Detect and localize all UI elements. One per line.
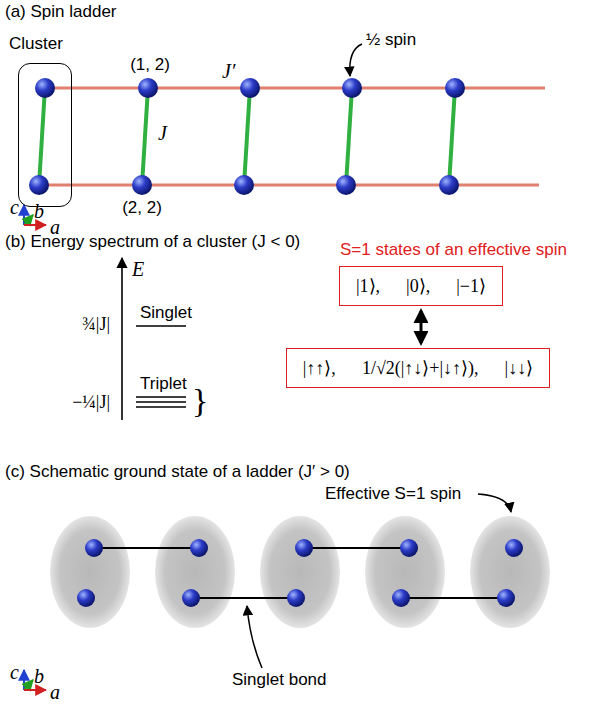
spin-site bbox=[234, 175, 254, 195]
axis-label: b bbox=[34, 665, 44, 688]
effective-spin-box: S=1 states of an effective spin|1⟩,|0⟩,|… bbox=[339, 266, 503, 306]
site-index: (2, 2) bbox=[122, 198, 162, 218]
effective-spin-blob bbox=[260, 516, 340, 628]
energy-axis bbox=[121, 258, 123, 420]
singlet-bond bbox=[304, 547, 409, 549]
energy-value: −¼|J| bbox=[72, 392, 110, 413]
state-ket: |1⟩, bbox=[356, 275, 380, 297]
spin-site bbox=[182, 589, 200, 607]
ladder-leg bbox=[39, 184, 539, 187]
spin-site bbox=[29, 175, 49, 195]
spin-site bbox=[392, 589, 410, 607]
double-arrow bbox=[419, 311, 422, 343]
effective-spin-blob bbox=[365, 516, 445, 628]
singlet-bond bbox=[191, 597, 296, 599]
box-heading: S=1 states of an effective spin bbox=[340, 240, 567, 260]
axis-a bbox=[24, 689, 46, 691]
coupling-label: J′ bbox=[222, 60, 235, 83]
energy-value: ¾|J| bbox=[82, 314, 110, 335]
axis-label: c bbox=[10, 196, 19, 219]
spin-site bbox=[240, 78, 260, 98]
box-heading: Cluster bbox=[9, 34, 63, 54]
cluster-box: Cluster bbox=[18, 63, 72, 207]
effective-spin-blob bbox=[155, 516, 235, 628]
spin-site bbox=[505, 539, 523, 557]
axis-c bbox=[23, 670, 25, 690]
ladder-rung bbox=[449, 88, 455, 185]
leader-arrow bbox=[350, 44, 362, 76]
axis-b bbox=[24, 680, 33, 690]
axis-label: b bbox=[34, 200, 44, 223]
triplet-level bbox=[136, 401, 186, 403]
degeneracy-brace: } bbox=[192, 384, 208, 418]
site-index: (1, 2) bbox=[130, 55, 170, 75]
panel-title: (c) Schematic ground state of a ladder (… bbox=[5, 462, 350, 482]
spin-site bbox=[497, 589, 515, 607]
coupling-label: J bbox=[158, 122, 167, 145]
singlet-bond bbox=[94, 547, 199, 549]
ladder-rung bbox=[346, 88, 352, 185]
state-ket: |↑↑⟩, bbox=[303, 357, 336, 379]
ladder-rung bbox=[244, 88, 250, 185]
spin-site bbox=[336, 175, 356, 195]
spin-site bbox=[439, 175, 459, 195]
spin-site bbox=[400, 539, 418, 557]
axis-c bbox=[23, 205, 25, 225]
ladder-rungs bbox=[39, 88, 455, 185]
spin-sites bbox=[29, 78, 465, 195]
spin-label: ½ spin bbox=[366, 30, 416, 50]
state-ket: 1/√2(|↑↓⟩+|↓↑⟩), bbox=[362, 357, 479, 379]
spin-site bbox=[35, 78, 55, 98]
ladder-rung bbox=[39, 88, 45, 185]
effective-spins bbox=[50, 516, 550, 628]
spin-site bbox=[445, 78, 465, 98]
effective-spin-blob bbox=[470, 516, 550, 628]
two-spin-state-box: |↑↑⟩, 1/√2(|↑↓⟩+|↓↑⟩), |↓↓⟩ bbox=[286, 348, 550, 388]
triplet-level bbox=[136, 406, 186, 408]
leader-arrow bbox=[247, 606, 262, 668]
state-ket: |−1⟩ bbox=[456, 275, 486, 297]
axis-label: c bbox=[10, 661, 19, 684]
spin-site bbox=[295, 539, 313, 557]
ladder-leg bbox=[45, 87, 545, 90]
singlet-bond bbox=[401, 597, 506, 599]
panel-title: (a) Spin ladder bbox=[5, 2, 117, 22]
panel-title: (b) Energy spectrum of a cluster (J < 0) bbox=[5, 232, 300, 252]
spin-site bbox=[190, 539, 208, 557]
callout-text: Effective S=1 spin bbox=[325, 484, 461, 504]
ladder-rung bbox=[142, 88, 148, 185]
level-name: Triplet bbox=[140, 374, 187, 394]
spin-site bbox=[138, 78, 158, 98]
spin-site bbox=[132, 175, 152, 195]
state-ket: |↓↓⟩ bbox=[505, 357, 534, 379]
spin-site bbox=[342, 78, 362, 98]
state-ket: |0⟩, bbox=[406, 275, 430, 297]
spin-site bbox=[85, 539, 103, 557]
axis-label: a bbox=[50, 681, 60, 704]
axis-a bbox=[24, 224, 46, 226]
level-name: Singlet bbox=[140, 303, 192, 323]
spin-site bbox=[77, 589, 95, 607]
spin-site bbox=[287, 589, 305, 607]
leader-arrow bbox=[478, 494, 511, 512]
triplet-level bbox=[136, 396, 186, 398]
energy-axis-label: E bbox=[132, 258, 144, 281]
effective-spin-blob bbox=[50, 516, 130, 628]
axis-b bbox=[24, 215, 33, 225]
singlet-level bbox=[136, 325, 186, 327]
callout-text: Singlet bond bbox=[232, 670, 327, 690]
spin-sites bbox=[77, 539, 523, 607]
